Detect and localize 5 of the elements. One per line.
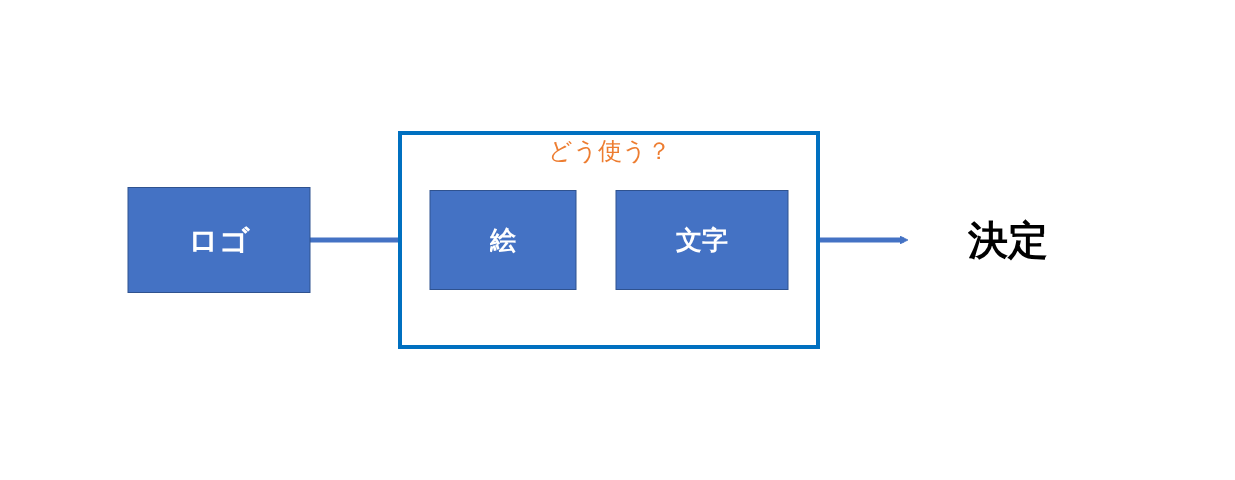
arrow (817, 235, 908, 245)
node-box: ロゴ (127, 187, 310, 293)
node-text: 決定 (967, 217, 1048, 263)
node-box: 文字 (615, 190, 788, 290)
node-box: 絵 (429, 190, 576, 290)
